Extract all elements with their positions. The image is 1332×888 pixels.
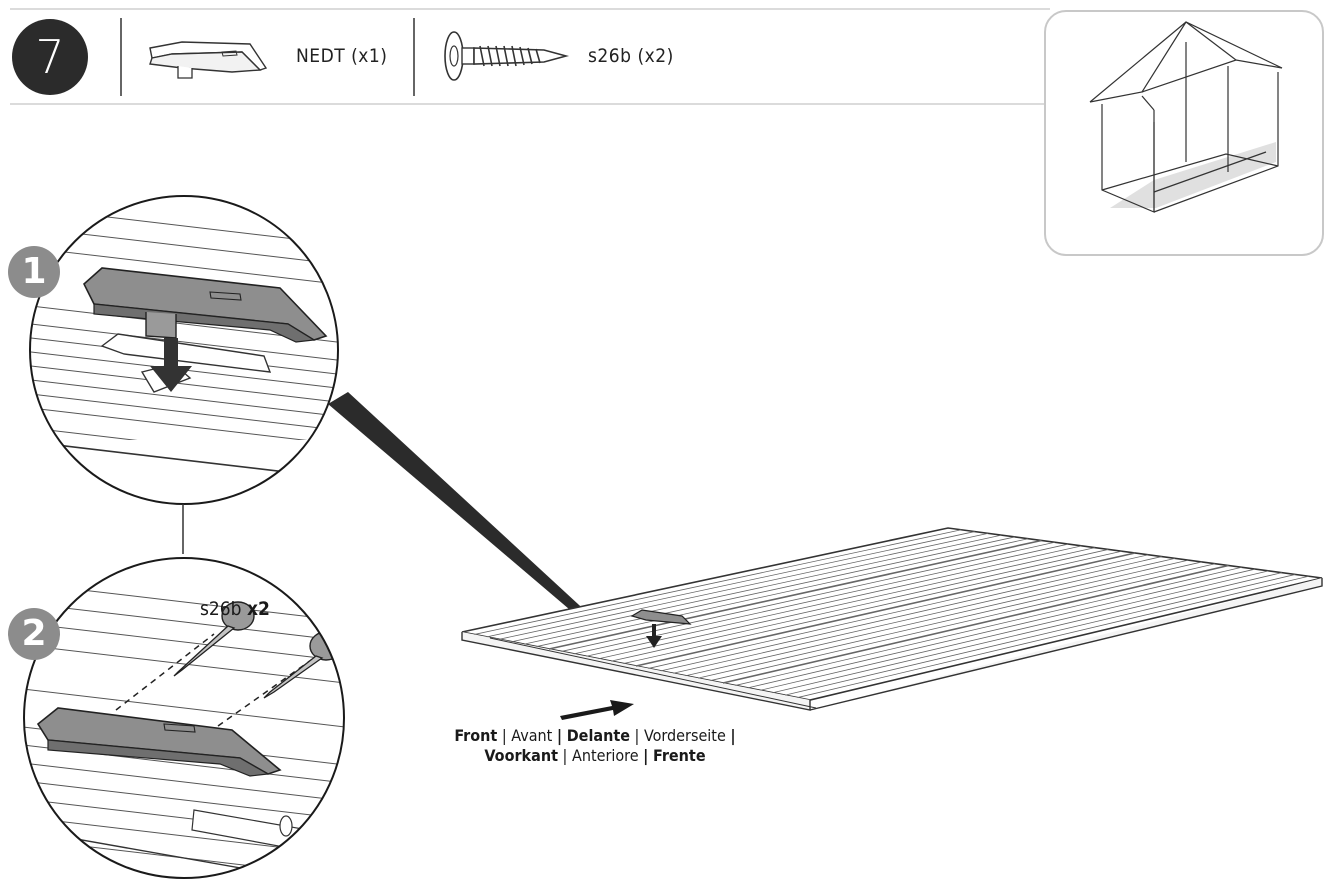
floor-plank-line bbox=[524, 536, 1015, 645]
floor-plank-line bbox=[611, 549, 1109, 662]
floor-plank-line bbox=[673, 557, 1176, 674]
dir-word: Voorkant bbox=[484, 746, 558, 765]
floor-plank-line bbox=[785, 574, 1296, 696]
screw-callout: s26b x2 bbox=[200, 600, 270, 619]
detail-circle-1 bbox=[29, 195, 339, 505]
floor-plank-line bbox=[760, 570, 1269, 691]
direction-line-1: Front | Avant | Delante | Vorderseite | bbox=[454, 726, 736, 745]
floor-plank-line bbox=[660, 556, 1162, 672]
dir-word: Front bbox=[454, 726, 498, 745]
shed-thumbnail-icon bbox=[1089, 21, 1283, 213]
detail-circle-2 bbox=[23, 557, 345, 879]
floor-plank-line bbox=[474, 529, 962, 635]
floor-plank-line bbox=[486, 531, 975, 638]
part-qty: (x1) bbox=[351, 45, 388, 67]
floor-plank-line bbox=[735, 566, 1242, 686]
floor-plank-line bbox=[710, 563, 1216, 681]
floor-plank-line bbox=[648, 554, 1149, 669]
part-label-s26b: s26b (x2) bbox=[588, 47, 674, 66]
floor-plank-line bbox=[685, 559, 1189, 677]
direction-line-2: Voorkant | Anteriore | Frente bbox=[484, 746, 706, 765]
part-code: s26b bbox=[588, 45, 632, 67]
callout-qty: x2 bbox=[246, 598, 270, 620]
floor-plank-line bbox=[747, 568, 1256, 689]
dir-word: Delante bbox=[566, 726, 630, 745]
bracket-icon bbox=[149, 41, 268, 79]
floor-plank-line bbox=[561, 541, 1055, 652]
floor-plank-line bbox=[499, 532, 989, 640]
dir-word: Vorderseite bbox=[643, 726, 726, 745]
floor-plank-line bbox=[797, 575, 1309, 698]
screw-icon bbox=[444, 31, 570, 81]
floor-plank-line bbox=[698, 561, 1202, 679]
floor-plank-line bbox=[598, 547, 1096, 660]
detail-connector bbox=[182, 504, 184, 554]
floor-plank-line bbox=[623, 550, 1122, 664]
callout-code: s26b bbox=[200, 598, 242, 620]
front-direction-label: Front | Avant | Delante | Vorderseite | … bbox=[430, 726, 760, 766]
step-number-badge: 7 bbox=[12, 19, 88, 95]
dir-word: Avant bbox=[511, 726, 553, 745]
dir-word: Anteriore bbox=[571, 746, 639, 765]
floor-plank-line bbox=[548, 539, 1042, 650]
shed-thumbnail-frame bbox=[1044, 10, 1324, 256]
part-qty: (x2) bbox=[637, 45, 674, 67]
dir-word: Frente bbox=[653, 746, 706, 765]
floor-plank-line bbox=[511, 534, 1002, 643]
floor-plank-line bbox=[772, 572, 1283, 694]
floor-plank-line bbox=[536, 538, 1029, 647]
part-label-nedt: NEDT (x1) bbox=[296, 47, 387, 66]
floor-plank-line bbox=[722, 564, 1229, 684]
floor-plank-line bbox=[573, 543, 1069, 655]
detail-badge-1: 1 bbox=[8, 246, 60, 298]
floor-plank-line bbox=[586, 545, 1082, 657]
floor-plank-line bbox=[635, 552, 1136, 667]
part-code: NEDT bbox=[296, 45, 346, 67]
detail-badge-2: 2 bbox=[8, 608, 60, 660]
